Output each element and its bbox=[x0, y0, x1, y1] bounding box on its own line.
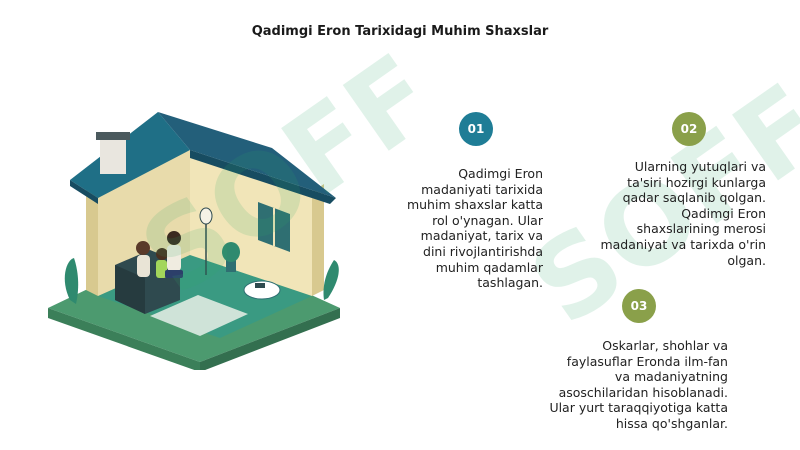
step-text-03: Oskarlar, shohlar va faylasuflar Eronda … bbox=[549, 338, 728, 431]
step-badge-03: 03 bbox=[622, 289, 656, 323]
step-badge-02: 02 bbox=[672, 112, 706, 146]
step-badge-01: 01 bbox=[459, 112, 493, 146]
family-house-illustration bbox=[48, 112, 340, 370]
page-title: Qadimgi Eron Tarixidagi Muhim Shaxslar bbox=[251, 24, 549, 39]
step-text-02: Ularning yutuqlari va ta'siri hozirgi ku… bbox=[600, 159, 766, 268]
step-text-01: Qadimgi Eron madaniyati tarixida muhim s… bbox=[406, 166, 543, 291]
